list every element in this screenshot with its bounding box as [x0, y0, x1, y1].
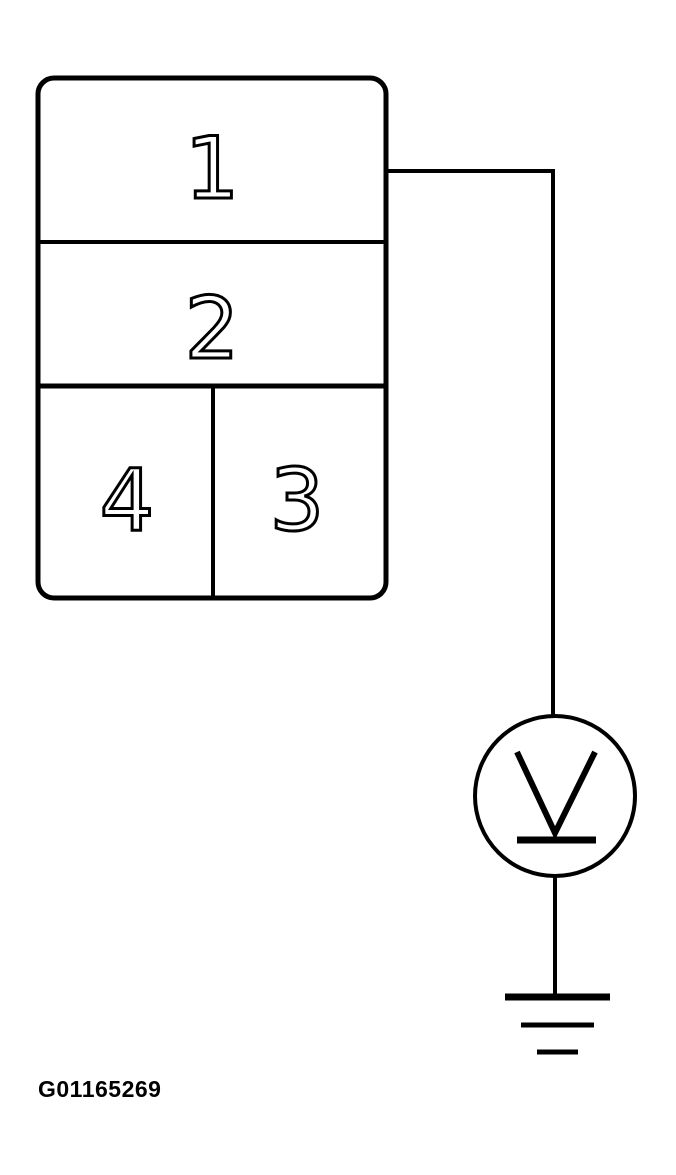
ground-icon	[505, 993, 610, 1055]
cavity-label-1: 1	[185, 119, 240, 219]
cavity-label-2: 2	[185, 279, 240, 379]
figure-id: G01165269	[38, 1076, 162, 1102]
test-lead-wire	[386, 169, 555, 716]
cavity-label-4: 4	[100, 451, 155, 551]
cavity-label-3: 3	[270, 451, 325, 551]
voltmeter-icon	[473, 714, 637, 878]
